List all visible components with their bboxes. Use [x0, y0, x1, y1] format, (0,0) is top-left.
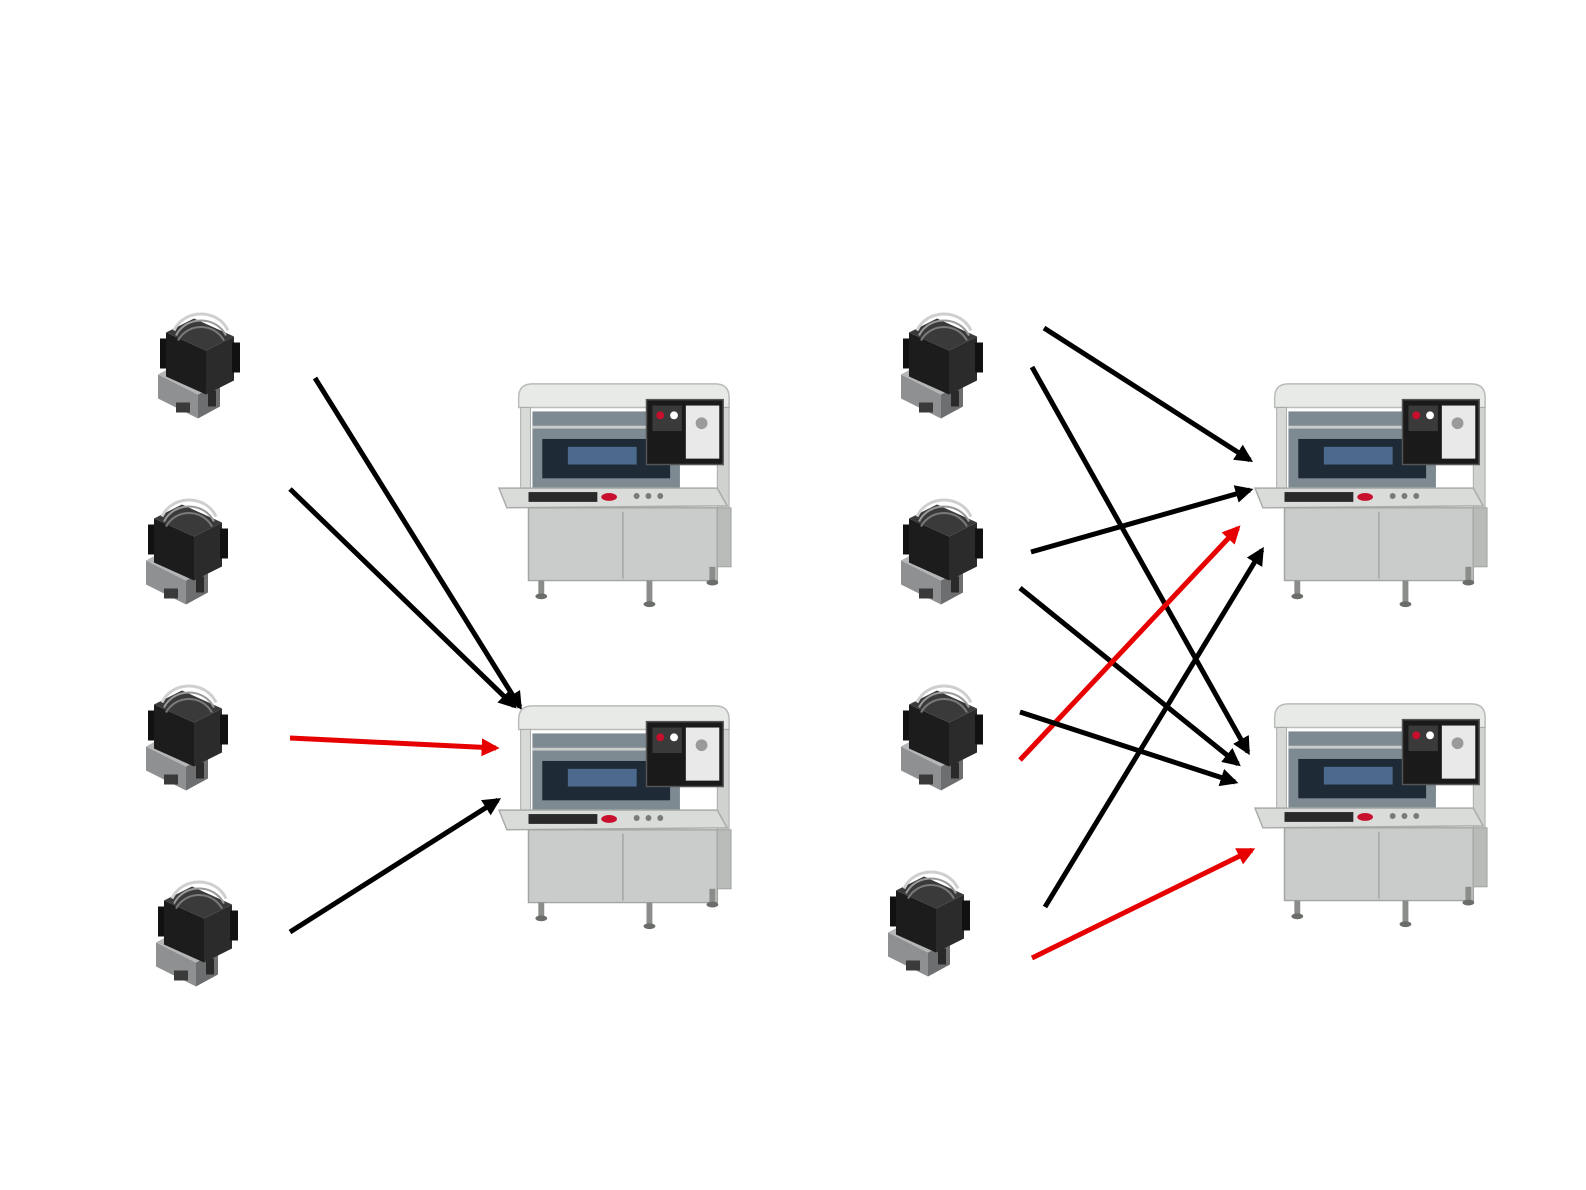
left-machine-2-inspection-machine-icon	[499, 706, 731, 929]
right-arrow-cassette-2-to-machine-1	[1031, 490, 1250, 552]
left-arrow-cassette-3-to-machine-2-highlighted	[290, 738, 496, 748]
right-machine-2-inspection-machine-icon	[1255, 704, 1487, 927]
left-panel-many-to-one	[146, 314, 731, 987]
right-machine-1-inspection-machine-icon	[1255, 384, 1487, 607]
left-cassette-4-wafer-cassette-icon	[156, 882, 238, 987]
right-panel-many-to-many	[888, 314, 1487, 977]
left-cassette-2-wafer-cassette-icon	[146, 500, 228, 605]
right-cassette-3-wafer-cassette-icon	[901, 686, 983, 791]
left-cassette-1-wafer-cassette-icon	[158, 314, 240, 419]
right-arrow-cassette-1-to-machine-2	[1032, 367, 1248, 752]
right-arrow-cassette-4-to-machine-2-highlighted	[1032, 850, 1252, 958]
left-cassette-3-wafer-cassette-icon	[146, 686, 228, 791]
right-cassette-4-wafer-cassette-icon	[888, 872, 970, 977]
right-cassette-2-wafer-cassette-icon	[901, 500, 983, 605]
right-cassette-1-wafer-cassette-icon	[901, 314, 983, 419]
left-arrow-cassette-4-to-machine-2	[290, 800, 498, 932]
left-machine-1-inspection-machine-icon	[499, 384, 731, 607]
